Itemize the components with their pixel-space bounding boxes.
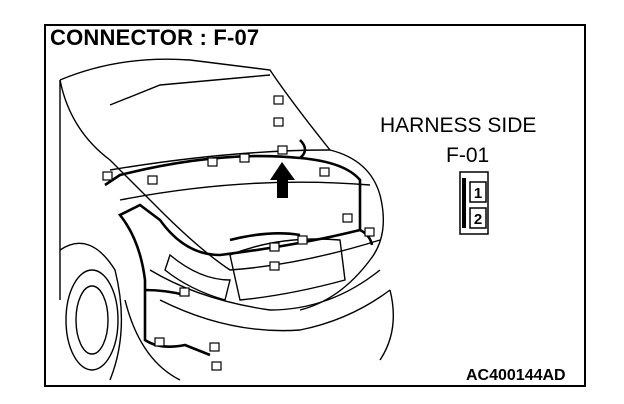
harness-connector [147,175,158,185]
harness-connector [342,213,353,223]
connector-icon: 1 2 [459,171,489,235]
harness-connector [102,171,113,181]
harness-connector [207,157,218,167]
harness-connectors [102,95,375,371]
figure-code: AC400144AD [466,367,566,384]
harness-connector [179,287,190,297]
harness-connector [273,95,284,105]
harness-connector [319,167,330,177]
harness-connector [297,235,308,245]
harness-connector [239,153,250,163]
car-body-outline [59,58,395,381]
harness-connector [209,342,220,352]
pin-1-cell [469,181,487,203]
pin-2-label: 2 [474,211,482,228]
wiring-harness [104,139,374,357]
harness-connector [211,361,222,371]
connector-id-label: F-01 [446,144,490,167]
connector-title: CONNECTOR : F-07 [50,25,260,50]
harness-connector [154,337,165,347]
harness-side-label: HARNESS SIDE [380,114,537,137]
harness-connector [269,261,280,271]
arrow-up-icon [270,162,295,198]
harness-connector [269,242,280,252]
pin-2-cell [469,207,487,229]
harness-connector [364,227,375,237]
pin-1-label: 1 [474,185,482,202]
harness-connector [277,145,288,155]
harness-connector [273,117,284,127]
